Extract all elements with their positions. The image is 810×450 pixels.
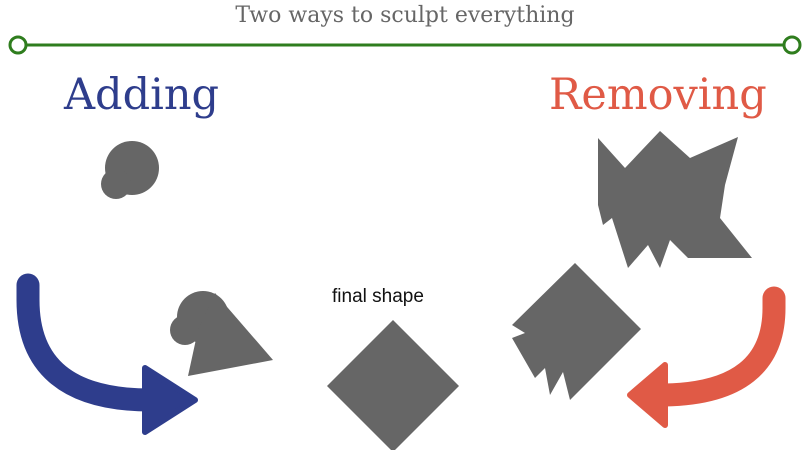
removing-heading: Removing [549, 70, 767, 120]
removing-middle-shape [512, 263, 641, 400]
final-shape [327, 320, 459, 450]
timeline-end-node [782, 35, 802, 55]
adding-heading: Adding [64, 70, 220, 120]
final-shape-label: final shape [332, 286, 424, 307]
page-title: Two ways to sculpt everything [235, 3, 575, 28]
timeline-start-node [8, 35, 28, 55]
adding-start-shape [101, 141, 159, 199]
adding-middle-shape [170, 291, 273, 376]
removing-start-shape [598, 131, 752, 268]
adding-arrow [16, 273, 198, 435]
removing-arrow [627, 286, 786, 428]
